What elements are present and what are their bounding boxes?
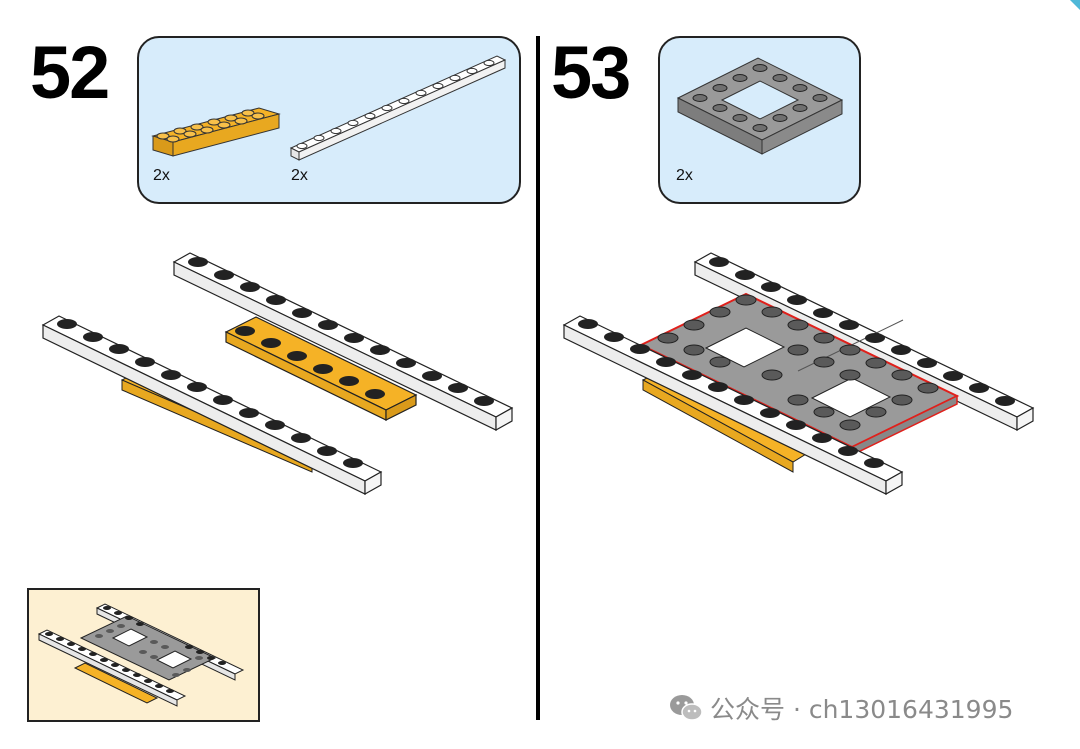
step-number-52: 52 <box>30 31 110 114</box>
quantity-label: 2x <box>291 167 308 184</box>
parts-callout-step-52: 2x 2x <box>137 36 521 204</box>
corner-accent <box>1070 0 1080 10</box>
quantity-label: 2x <box>676 167 693 184</box>
white-plate-part <box>289 55 507 161</box>
step-52-assembly <box>41 252 514 496</box>
subassembly-preview <box>27 588 260 722</box>
watermark: 公众号 · ch13016431995 <box>668 688 1013 728</box>
parts-callout-step-53: 2x <box>658 36 861 204</box>
gray-frame-plate-part <box>676 57 844 155</box>
subassembly-illustration <box>37 603 245 707</box>
parts-illustration: 2x 2x <box>151 55 507 184</box>
parts-illustration: 2x <box>676 57 844 184</box>
wechat-icon <box>670 695 703 721</box>
step-53-assembly <box>562 252 1035 496</box>
watermark-text: 公众号 · ch13016431995 <box>710 695 1014 724</box>
step-number-53: 53 <box>551 31 631 114</box>
step-divider <box>536 36 540 720</box>
quantity-label: 2x <box>153 167 170 184</box>
orange-plate-part <box>151 107 281 157</box>
